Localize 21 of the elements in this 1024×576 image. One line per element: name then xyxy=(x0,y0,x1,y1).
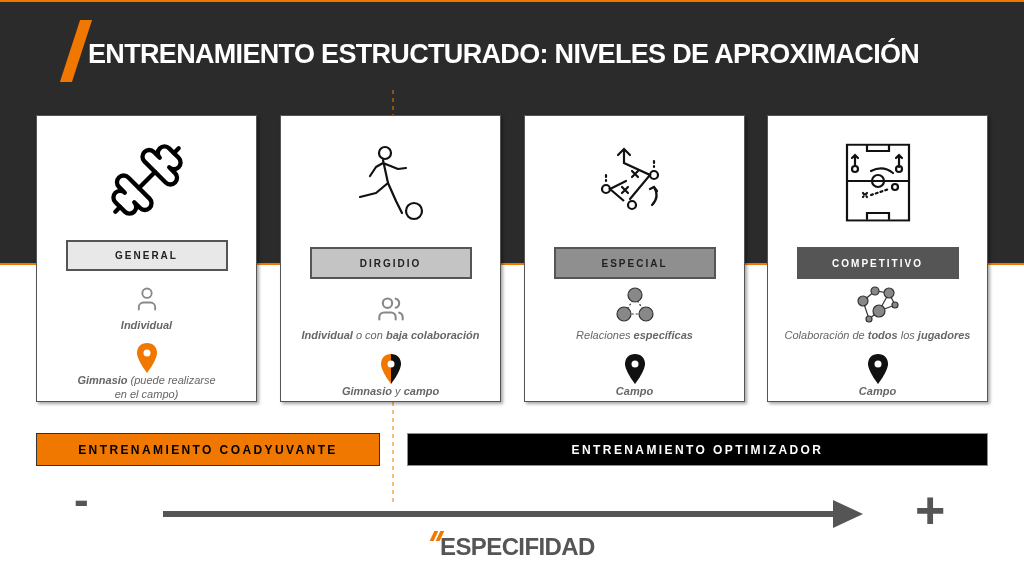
interaction-text: Individual o con baja colaboración xyxy=(300,328,481,343)
location-text: Campo xyxy=(857,383,898,398)
level-card xyxy=(524,115,745,402)
level-card xyxy=(767,115,988,402)
location-text: Gimnasio (puede realizarse en el campo) xyxy=(76,373,217,401)
level-card xyxy=(280,115,501,402)
level-label: COMPETITIVO xyxy=(796,247,959,279)
minus-sign: - xyxy=(74,478,89,522)
title: ENTRENAMIENTO ESTRUCTURADO: NIVELES DE APROXIMACIÓN xyxy=(88,37,920,71)
category-bar: ENTRENAMIENTO COADYUVANTE xyxy=(36,433,380,466)
level-card xyxy=(36,115,257,402)
location-text: Gimnasio y campo xyxy=(340,383,441,398)
level-label: ESPECIAL xyxy=(553,247,716,279)
location-text: Campo xyxy=(614,383,655,398)
axis-label: ESPECIFIDAD xyxy=(440,535,595,559)
interaction-text: Relaciones específicas xyxy=(575,328,694,343)
level-label: DIRGIDIO xyxy=(309,247,472,279)
category-bar: ENTRENAMIENTO OPTIMIZADOR xyxy=(407,433,988,466)
plus-sign: + xyxy=(915,484,946,536)
interaction-text: Individual xyxy=(119,317,174,333)
level-label: GENERAL xyxy=(65,240,228,271)
